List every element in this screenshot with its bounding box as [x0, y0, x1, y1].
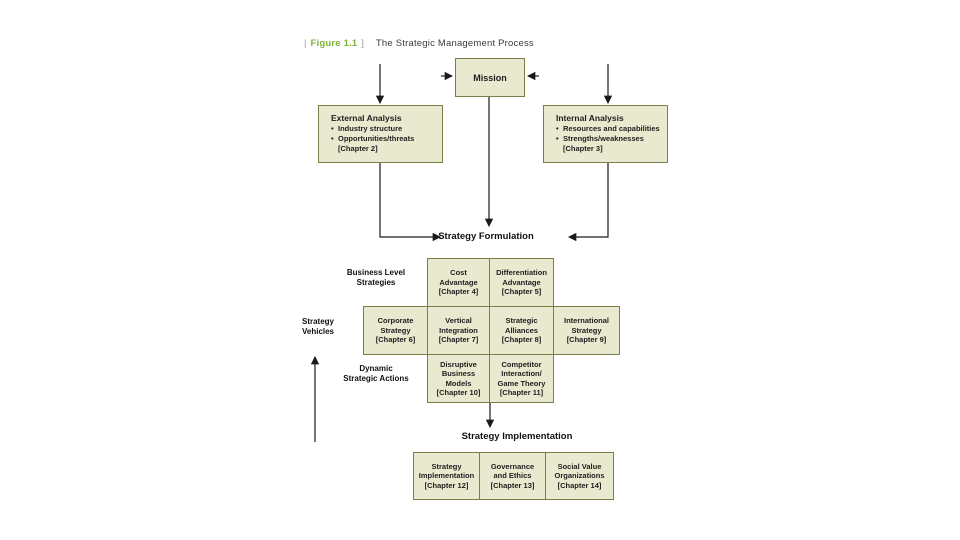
arrow-external-to-formulation [379, 163, 442, 242]
external-analysis-bullet: •Opportunities/threats [331, 134, 415, 143]
bullet-dot: • [331, 134, 334, 143]
mission-label: Mission [473, 72, 507, 83]
external-analysis-box: External Analysis •Industry structure •O… [318, 105, 443, 163]
arrow-internal-to-formulation [567, 163, 609, 242]
internal-analysis-title: Internal Analysis [556, 113, 624, 123]
internal-analysis-chapter: [Chapter 3] [563, 144, 603, 153]
internal-analysis-bullet: •Resources and capabilities [556, 124, 660, 133]
bullet-dot: • [556, 124, 559, 133]
caption-close-bracket: ] [361, 38, 365, 49]
internal-analysis-box: Internal Analysis •Resources and capabil… [543, 105, 668, 163]
external-analysis-chapter: [Chapter 2] [338, 144, 378, 153]
strategy-implementation-label: Strategy Implementation [461, 431, 573, 442]
internal-analysis-bullet: •Strengths/weaknesses [556, 134, 644, 143]
bullet-dot: • [556, 134, 559, 143]
figure-caption: | Figure 1.1 ] The Strategic Management … [303, 38, 534, 49]
strategy-formulation-label: Strategy Formulation [438, 231, 534, 242]
mission-box: Mission [455, 58, 525, 97]
bullet-dot: • [331, 124, 334, 133]
external-analysis-title: External Analysis [331, 113, 402, 123]
figure-title: The Strategic Management Process [375, 38, 534, 49]
figure-number: Figure 1.1 [310, 38, 358, 49]
caption-open-bracket: | [304, 38, 307, 49]
external-analysis-bullet: •Industry structure [331, 124, 403, 133]
